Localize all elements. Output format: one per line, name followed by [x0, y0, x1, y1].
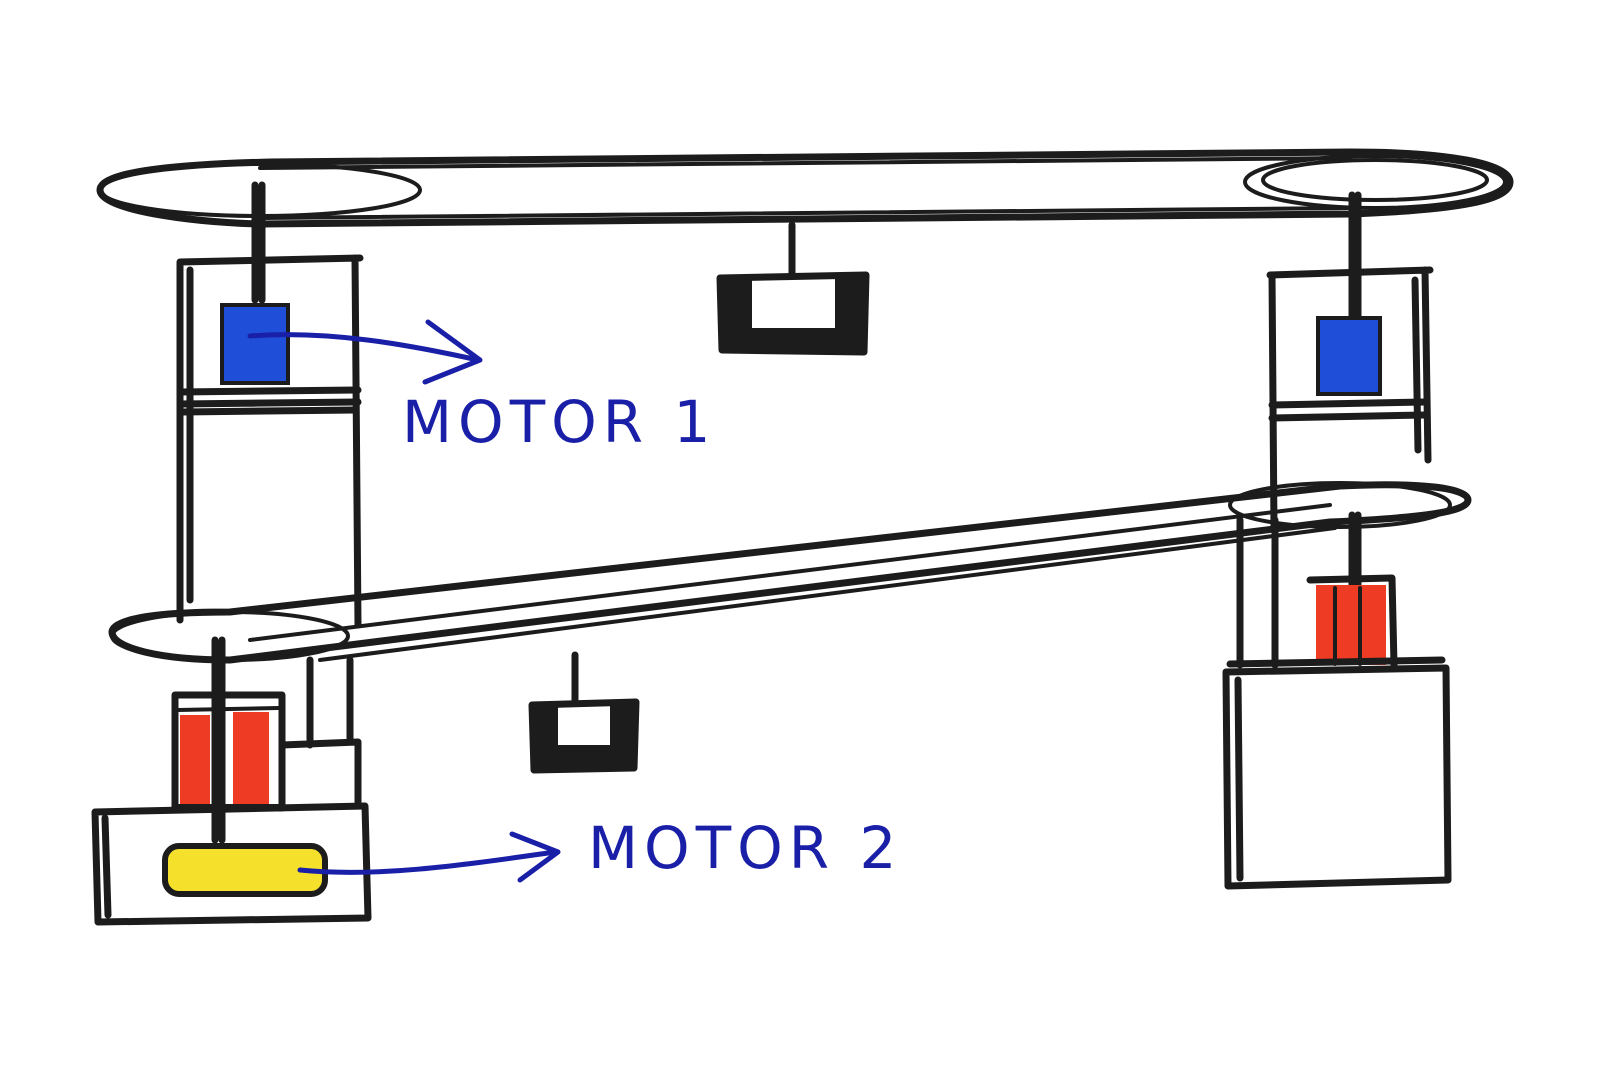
upper-belt-assembly: [96, 148, 1514, 228]
lower-belt: [108, 481, 1472, 664]
lower-carriage: [528, 651, 640, 774]
upper-carriage-fill-bottom: [722, 328, 864, 352]
motor2-label: MOTOR 2: [588, 814, 902, 882]
right-motor1-platform: [1268, 398, 1429, 422]
left-motor1-platform: [176, 386, 362, 416]
upper-carriage: [716, 221, 870, 356]
gear-left-a: [180, 715, 210, 807]
right-lower-housing: [1222, 511, 1452, 890]
lower-carriage-fill-bottom: [532, 745, 634, 769]
motor1-arrow: [247, 319, 483, 385]
motor2-base-box: [91, 802, 372, 926]
left-upper-shaft: [251, 181, 266, 304]
left-lower-housing: [91, 636, 372, 926]
upper-belt-inner: [258, 156, 1352, 220]
lower-right-pulley: [1228, 481, 1452, 529]
motor1-label: MOTOR 1: [402, 388, 716, 456]
gear-right-stripes: [1333, 586, 1362, 666]
upper-right-pulley-rim: [1261, 158, 1489, 202]
annotations: MOTOR 1 MOTOR 2: [247, 319, 902, 883]
lower-left-pulley: [110, 610, 350, 662]
lower-belt-inner: [248, 503, 1337, 662]
right-base-box: [1222, 664, 1452, 890]
left-upper-frame: [176, 254, 364, 629]
motor1-block-left: [220, 303, 290, 385]
lower-belt-assembly: [108, 481, 1472, 664]
right-gear-frame: [1236, 516, 1398, 669]
left-upper-housing: [176, 181, 364, 629]
upper-right-pulley: [1243, 154, 1507, 210]
motor2-arrow: [297, 831, 561, 883]
gear-right: [1316, 585, 1386, 665]
right-lower-platform: [1226, 656, 1446, 668]
right-upper-housing: [1266, 191, 1434, 534]
gear-left-b: [233, 712, 269, 807]
left-lower-step: [278, 656, 362, 809]
motor1-block-right: [1316, 316, 1382, 396]
right-upper-shaft: [1348, 191, 1362, 324]
